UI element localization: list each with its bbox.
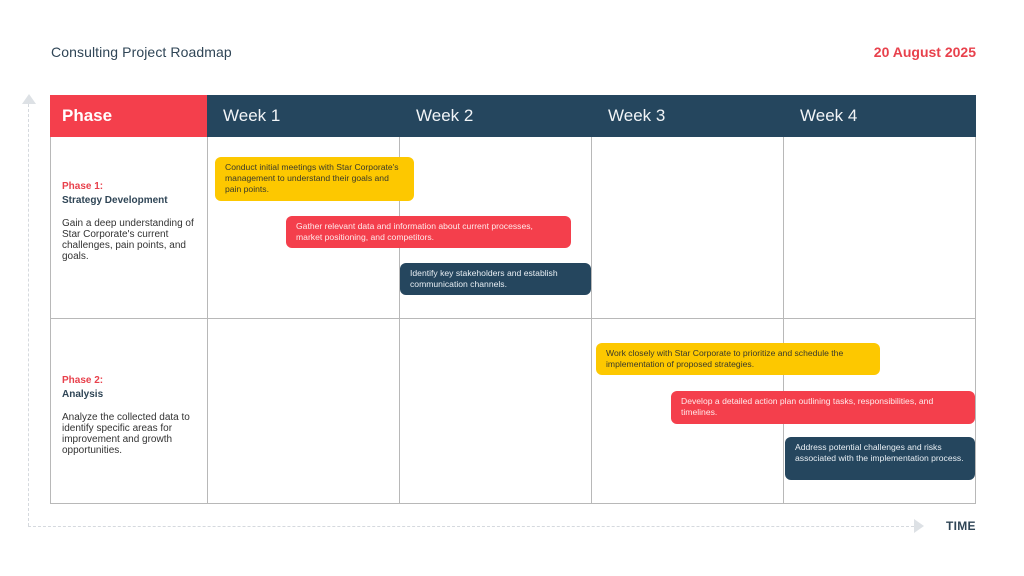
phase-1-description: Gain a deep understanding of Star Corpor… [62,218,194,262]
date-label: 20 August 2025 [873,44,976,60]
column-divider [783,137,784,504]
phase-column-header: Phase [50,95,207,137]
week-3-header: Week 3 [608,106,666,125]
time-axis-line [28,526,914,527]
phase-2-info: Phase 2: Analysis Analyze the collected … [62,375,202,456]
arrow-right-icon [914,519,924,533]
time-axis-label: TIME [946,519,976,533]
column-divider [399,137,400,504]
weeks-header: Week 1 Week 2 Week 3 Week 4 [207,95,976,137]
phase-1-info: Phase 1: Strategy Development Gain a dee… [62,181,202,262]
week-4-header: Week 4 [800,106,858,125]
phase-1-name: Strategy Development [62,195,168,206]
task-bar: Gather relevant data and information abo… [286,216,571,248]
week-1-header: Week 1 [223,106,281,125]
task-bar: Work closely with Star Corporate to prio… [596,343,880,375]
roadmap-grid [50,95,976,504]
phase-2-description: Analyze the collected data to identify s… [62,412,190,456]
column-divider [591,137,592,504]
vertical-axis-line [28,104,29,526]
task-bar: Develop a detailed action plan outlining… [671,391,975,424]
task-bar: Address potential challenges and risks a… [785,437,975,480]
task-bar: Conduct initial meetings with Star Corpo… [215,157,414,201]
arrow-up-icon [22,94,36,104]
phase-2-name: Analysis [62,389,104,400]
column-divider [207,137,208,504]
row-divider [50,318,976,319]
phase-2-number: Phase 2: [62,375,104,386]
week-2-header: Week 2 [416,106,474,125]
page-title: Consulting Project Roadmap [51,44,232,60]
task-bar: Identify key stakeholders and establish … [400,263,591,295]
phase-1-number: Phase 1: [62,181,104,192]
